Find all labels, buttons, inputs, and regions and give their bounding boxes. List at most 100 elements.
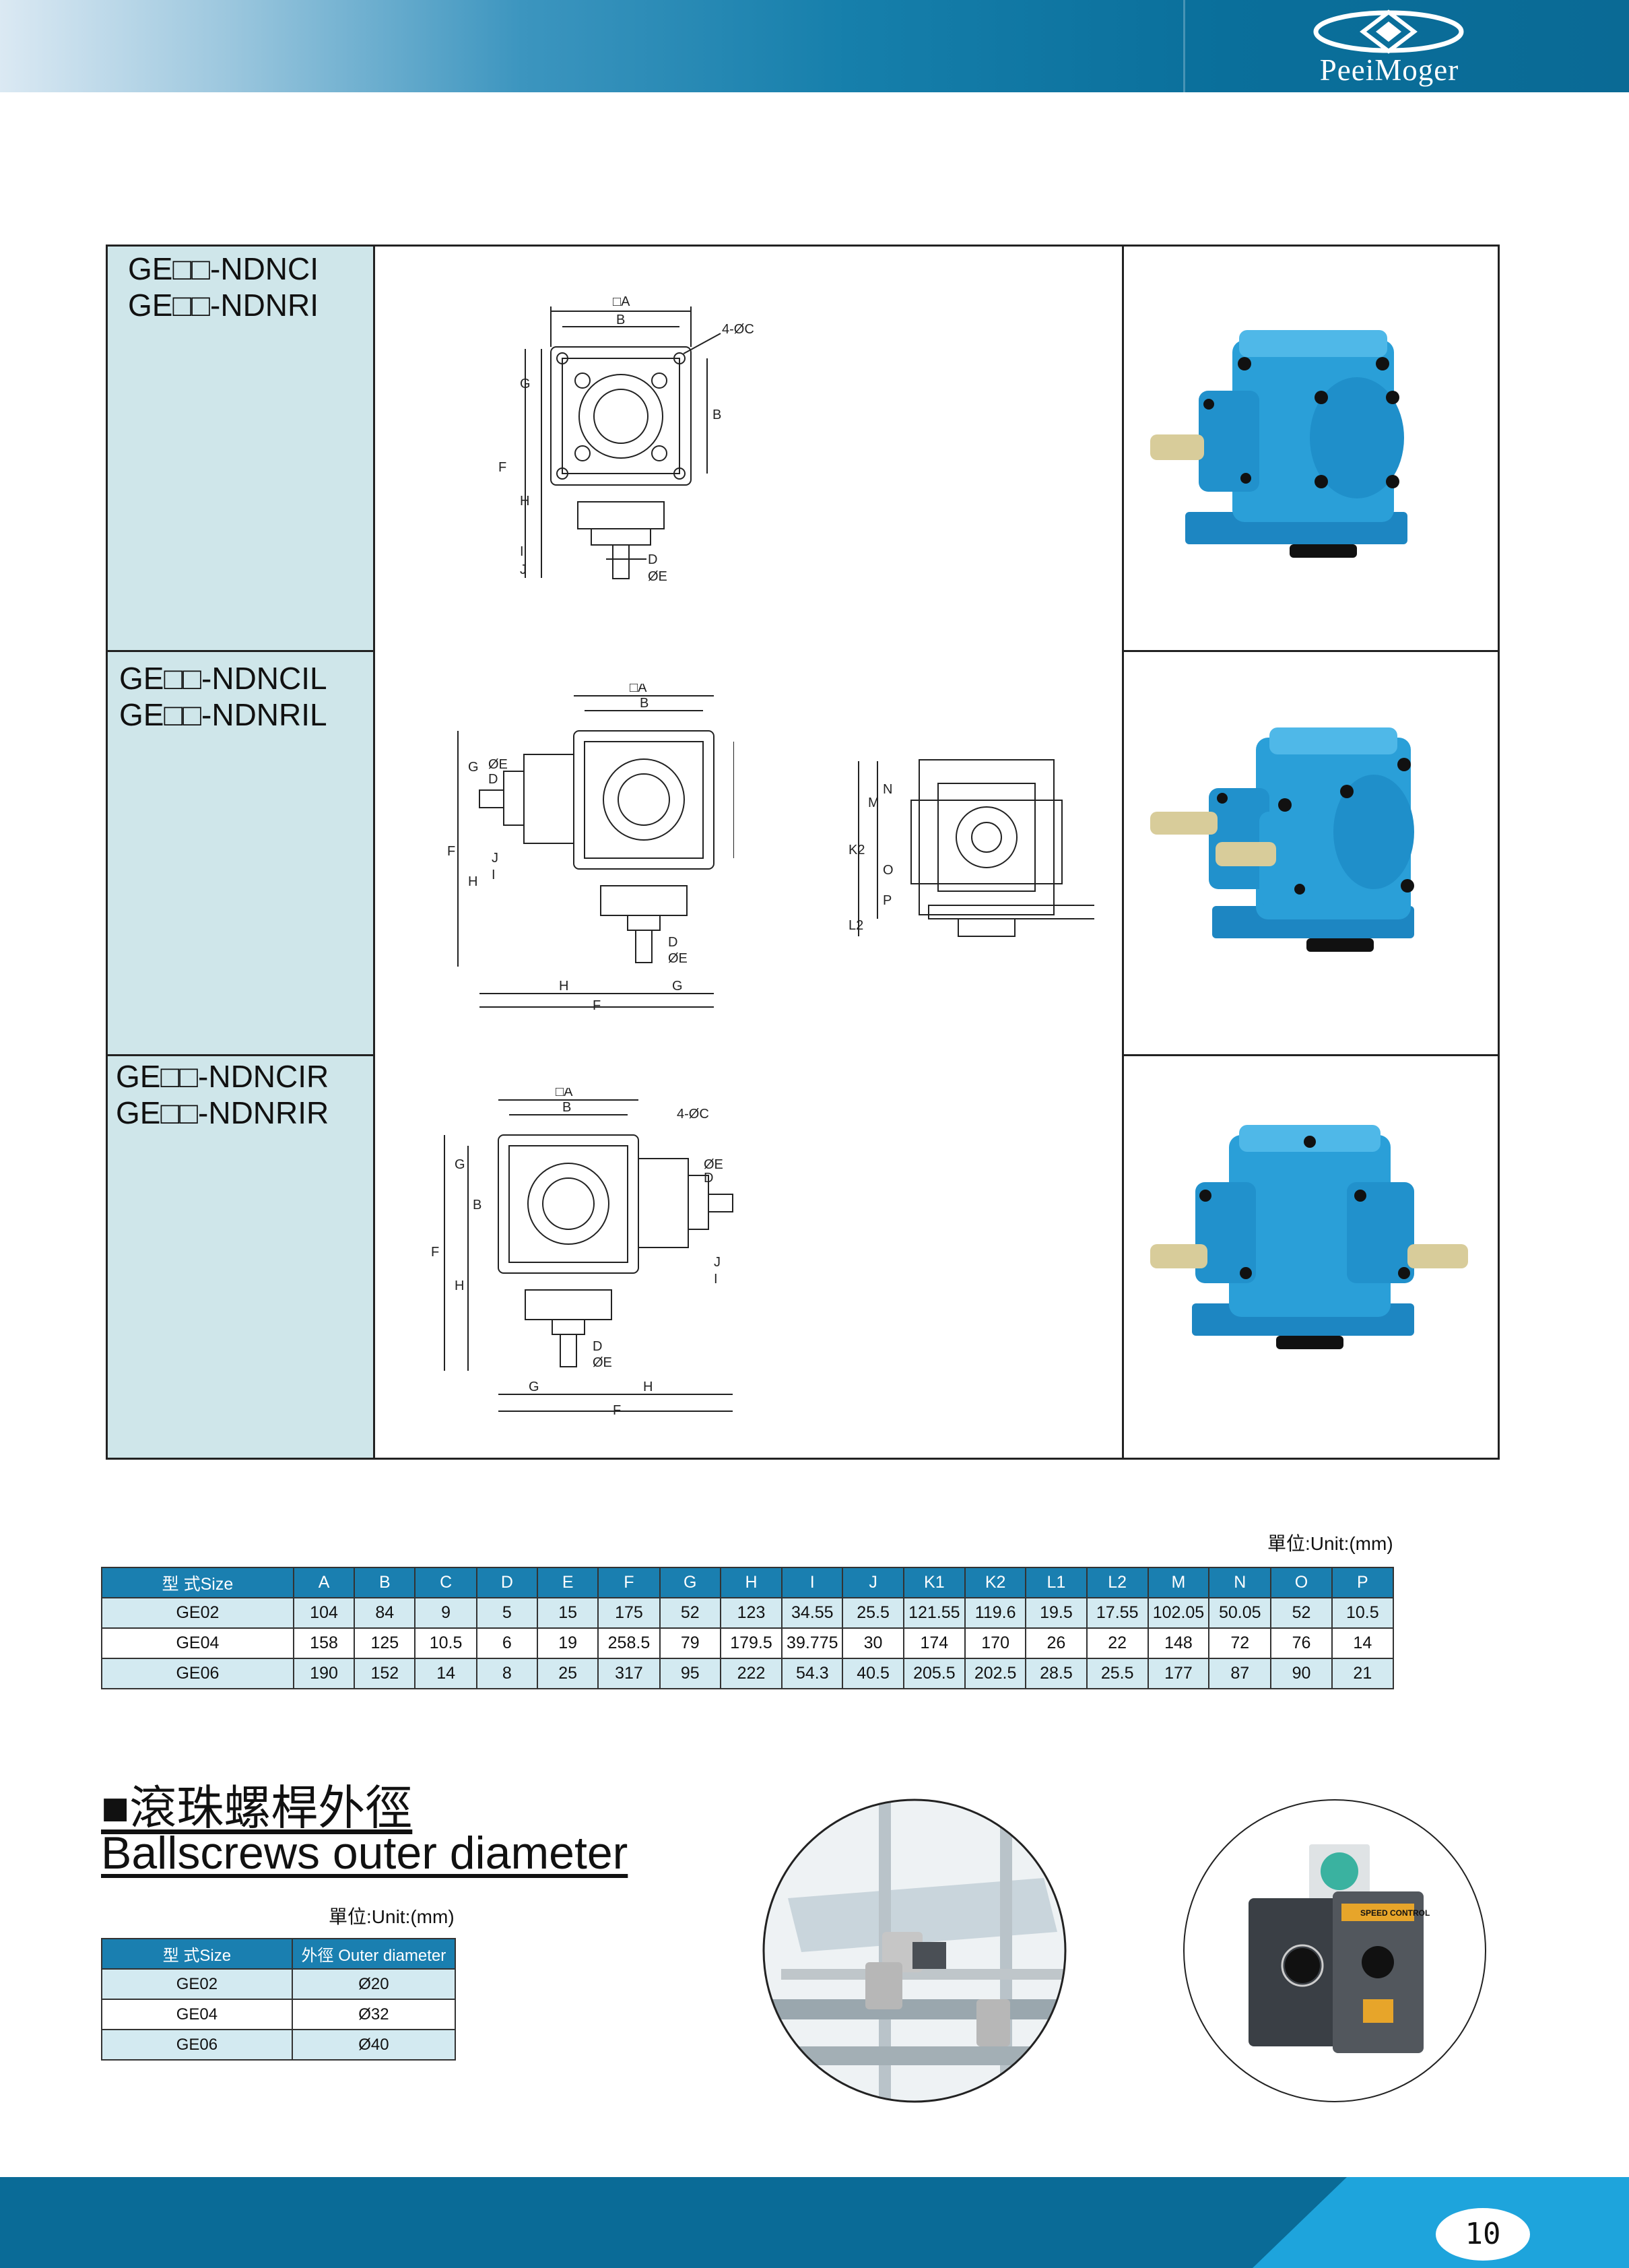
grid-line: [373, 245, 375, 1460]
dim-label: D: [668, 935, 677, 950]
table-cell: 25: [537, 1658, 599, 1689]
dim-label: G: [455, 1157, 465, 1172]
table-cell: 30: [842, 1627, 904, 1659]
header-divider: [1183, 0, 1185, 92]
table-cell: 177: [1147, 1658, 1210, 1689]
gearbox-render-3: [1150, 1125, 1468, 1349]
model-label-group-1: GE□□-NDNCI GE□□-NDNRI: [128, 251, 319, 323]
model-name: GE□□-NDNCI: [128, 251, 319, 286]
dim-label: F: [593, 998, 601, 1013]
dim-label: H: [643, 1380, 653, 1394]
table-cell: 22: [1086, 1627, 1149, 1659]
dim-label: H: [455, 1278, 464, 1293]
ballscrew-unit-label: 單位:Unit:(mm): [329, 1906, 455, 1927]
table-cell: GE04: [101, 1627, 294, 1659]
dim-label: F: [613, 1403, 621, 1418]
grid-line: [1122, 650, 1500, 652]
table-row: GE02 104 84 9 5 15 175 52 123 34.55 25.5…: [101, 1597, 1395, 1629]
ballscrew-table: 型 式Size 外徑 Outer diameter GE02 Ø20 GE04 …: [101, 1938, 457, 2061]
table-cell: 25.5: [842, 1597, 904, 1629]
table-header-cell: J: [842, 1567, 904, 1598]
controller-label: SPEED CONTROL: [1360, 1908, 1430, 1918]
dim-label: O: [883, 863, 894, 878]
dim-label: D: [488, 772, 498, 787]
table-header-cell: L1: [1025, 1567, 1088, 1598]
table-cell: GE04: [101, 1999, 293, 2030]
section-title-en: Ballscrews outer diameter: [101, 1827, 628, 1879]
table-cell: 52: [1270, 1597, 1333, 1629]
dim-label: ØE: [488, 757, 508, 772]
dim-label: B: [712, 408, 721, 422]
application-photo-circle: [762, 1799, 1067, 2103]
table-header-cell: P: [1331, 1567, 1395, 1598]
table-cell: 205.5: [902, 1658, 966, 1689]
model-cell-3: [108, 1056, 373, 1458]
table-cell: GE06: [101, 2029, 293, 2061]
table-cell: Ø32: [291, 1999, 457, 2030]
table-header-cell: 型 式Size: [101, 1938, 293, 1970]
table-cell: 125: [354, 1627, 416, 1659]
table-cell: 19: [537, 1627, 599, 1659]
gearbox-render-1: [1150, 330, 1407, 558]
brand-name: PeeiMoger: [1319, 53, 1459, 87]
table-cell: 15: [537, 1597, 599, 1629]
table-cell: 179.5: [719, 1627, 783, 1659]
table-cell: 25.5: [1086, 1658, 1149, 1689]
technical-drawing-3: □A B 4-ØC G B F H ØE D J I D ØE G H F: [431, 1088, 733, 1418]
dim-label: M: [868, 796, 879, 810]
table-cell: 119.6: [964, 1597, 1027, 1629]
dim-label: B: [473, 1198, 481, 1212]
grid-line: [1122, 245, 1124, 1460]
table-header-cell: 外徑 Outer diameter: [291, 1938, 457, 1970]
technical-drawing-1: □A B 4-ØC B G F H I J D ØE: [498, 296, 754, 584]
dim-label: J: [714, 1255, 721, 1270]
table-cell: Ø40: [291, 2029, 457, 2061]
table-cell: 14: [1331, 1627, 1395, 1659]
table-cell: 148: [1147, 1627, 1210, 1659]
table-cell: 39.775: [781, 1627, 844, 1659]
dim-label: 4-ØC: [677, 1107, 709, 1122]
table-row: GE06 190 152 14 8 25 317 95 222 54.3 40.…: [101, 1658, 1395, 1689]
table-cell: 28.5: [1025, 1658, 1088, 1689]
dim-label: D: [593, 1339, 602, 1354]
brand-logo-icon: [1313, 9, 1464, 54]
model-label-group-2: GE□□-NDNCIL GE□□-NDNRIL: [119, 660, 327, 733]
table-cell: 258.5: [597, 1627, 661, 1659]
table-row: GE04 Ø32: [101, 1999, 457, 2030]
dim-label: 4-ØC: [722, 322, 754, 337]
table-header-cell: D: [475, 1567, 539, 1598]
table-cell: 104: [292, 1597, 356, 1629]
table-cell: GE02: [101, 1968, 293, 2000]
table-cell: GE06: [101, 1658, 294, 1689]
table-header-cell: I: [781, 1567, 844, 1598]
table-cell: 50.05: [1208, 1597, 1272, 1629]
table-cell: 317: [597, 1658, 661, 1689]
table-cell: 174: [902, 1627, 966, 1659]
footer-accent-shape: [1253, 2177, 1629, 2268]
table-header-cell: N: [1208, 1567, 1272, 1598]
table-cell: 14: [414, 1658, 477, 1689]
model-name: GE□□-NDNRIR: [116, 1095, 329, 1130]
grid-line: [106, 1054, 373, 1056]
table-row: GE02 Ø20: [101, 1968, 457, 2000]
technical-drawing-2: □A B 4-ØC G ØE D F H J I D ØE H G F: [447, 684, 734, 1013]
table-cell: 8: [475, 1658, 539, 1689]
dim-label: L2: [849, 918, 863, 933]
model-label-group-3: GE□□-NDNCIR GE□□-NDNRIR: [116, 1058, 329, 1131]
table-cell: 40.5: [842, 1658, 904, 1689]
table-cell: 19.5: [1025, 1597, 1088, 1629]
gearbox-render-2: [1150, 727, 1414, 952]
table-cell: 76: [1270, 1627, 1333, 1659]
dim-label: □A: [613, 296, 630, 309]
dim-label: D: [704, 1171, 713, 1186]
table-header-cell: F: [597, 1567, 661, 1598]
page-number: 10: [1436, 2208, 1530, 2261]
table-row: GE06 Ø40: [101, 2029, 457, 2061]
table-row: GE04 158 125 10.5 6 19 258.5 79 179.5 39…: [101, 1627, 1395, 1659]
model-name: GE□□-NDNRI: [128, 288, 319, 323]
dim-label: K2: [849, 843, 865, 857]
table-header-cell: G: [659, 1567, 721, 1598]
table-cell: 123: [719, 1597, 783, 1629]
section-title-cn: ■滾珠螺桿外徑: [101, 1782, 413, 1834]
dim-label: H: [520, 494, 529, 509]
